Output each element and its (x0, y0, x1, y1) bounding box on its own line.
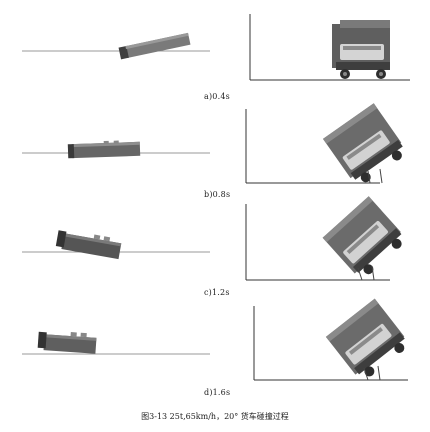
side-view-d (0, 300, 210, 395)
front-view-d (240, 298, 415, 395)
front-view-a (240, 10, 415, 105)
panel-d: d)1.6s (0, 298, 430, 397)
panel-a: a)0.4s (0, 10, 430, 105)
side-view-a (0, 10, 210, 105)
truck-side-b (67, 140, 141, 159)
truck-front-c (322, 196, 402, 275)
side-view-c (0, 200, 210, 295)
panel-b: b)0.8s (0, 103, 430, 200)
truck-front-a (332, 20, 390, 79)
panel-label: b)0.8s (204, 190, 231, 199)
panel-label: a)0.4s (204, 92, 230, 101)
panel-label: c)1.2s (204, 288, 230, 297)
figure-caption: 图3-13 25t,65km/h，20° 货车碰撞过程 (141, 412, 289, 421)
front-view-c (240, 196, 415, 295)
truck-side-d (37, 331, 97, 354)
truck-front-d (325, 298, 405, 377)
panel-c: c)1.2s (0, 196, 430, 297)
truck-side-a (118, 32, 191, 60)
panel-label: d)1.6s (204, 388, 231, 397)
truck-front-b (322, 103, 403, 183)
front-view-b (240, 103, 415, 200)
truck-side-c (55, 230, 122, 260)
side-view-b (0, 105, 210, 200)
